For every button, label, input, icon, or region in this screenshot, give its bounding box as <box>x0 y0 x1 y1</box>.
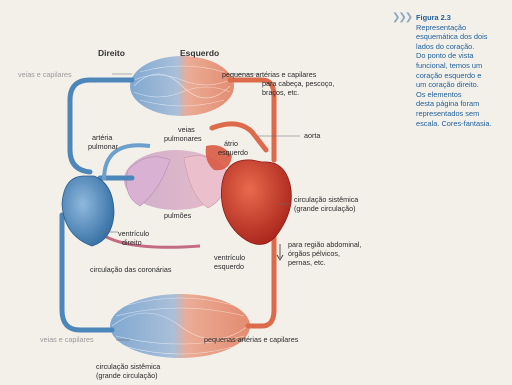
label-left-atrium-2: esquerdo <box>218 149 248 157</box>
heading-right: Direito <box>98 48 125 58</box>
arrow-icon <box>277 244 283 260</box>
label-systemic-circulation-1: circulação sistêmica <box>294 196 358 204</box>
label-top-destination-1: para cabeça, pescoço, <box>262 80 334 88</box>
caption-line: desta página foram <box>416 99 512 109</box>
figure-caption: Figura 2.3 Representação esquemática dos… <box>416 13 512 128</box>
caption-line: funcional, temos um <box>416 61 512 71</box>
label-abdominal-2: órgãos pélvicos, <box>288 250 340 258</box>
chevrons-icon: ❯❯❯ <box>392 12 411 23</box>
caption-line: lados do coração. <box>416 42 512 52</box>
label-top-arteries: pequenas artérias e capilares <box>222 71 316 79</box>
lower-capillary-bed <box>110 294 250 358</box>
label-abdominal-1: para região abdominal, <box>288 241 362 249</box>
label-bottom-systemic-2: (grande circulação) <box>96 372 158 380</box>
label-left-atrium-1: átrio <box>224 140 238 148</box>
upper-capillary-bed <box>130 56 234 116</box>
label-bottom-veins: veias e capilares <box>40 336 94 344</box>
label-coronary-circulation: circulação das coronárias <box>90 266 172 274</box>
label-abdominal-3: pernas, etc. <box>288 259 326 267</box>
label-pulmonary-artery-1: artéria <box>92 134 112 142</box>
caption-line: escala. Cores-fantasia. <box>416 119 512 129</box>
left-heart <box>221 160 291 245</box>
label-bottom-systemic-1: circulação sistêmica <box>96 363 160 371</box>
label-left-ventricle-1: ventrículo <box>214 254 245 262</box>
label-systemic-circulation-2: (grande circulação) <box>294 205 356 213</box>
right-heart <box>62 176 114 246</box>
label-left-ventricle-2: esquerdo <box>214 263 244 271</box>
caption-line: um coração direito. <box>416 80 512 90</box>
label-top-veins: veias e capilares <box>18 71 72 79</box>
label-bottom-arteries: pequenas artérias e capilares <box>204 336 298 344</box>
caption-line: coração esquerdo e <box>416 71 512 81</box>
label-top-destination-2: braços, etc. <box>262 89 299 97</box>
caption-line: Representação <box>416 23 512 33</box>
caption-title: Figura 2.3 <box>416 13 512 23</box>
label-pulmonary-veins-1: veias <box>178 126 195 134</box>
label-pulmonary-artery-2: pulmonar <box>88 143 118 151</box>
caption-line: esquemática dos dois <box>416 32 512 42</box>
heading-left: Esquerdo <box>180 48 219 58</box>
label-pulmonary-veins-2: pulmonares <box>164 135 202 143</box>
label-right-ventricle-2: direito <box>122 239 142 247</box>
caption-line: Os elementos <box>416 90 512 100</box>
label-right-ventricle-1: ventrículo <box>118 230 149 238</box>
label-aorta: aorta <box>304 132 320 140</box>
caption-line: Do ponto de vista <box>416 51 512 61</box>
label-lungs: pulmões <box>164 212 191 220</box>
caption-line: representados sem <box>416 109 512 119</box>
